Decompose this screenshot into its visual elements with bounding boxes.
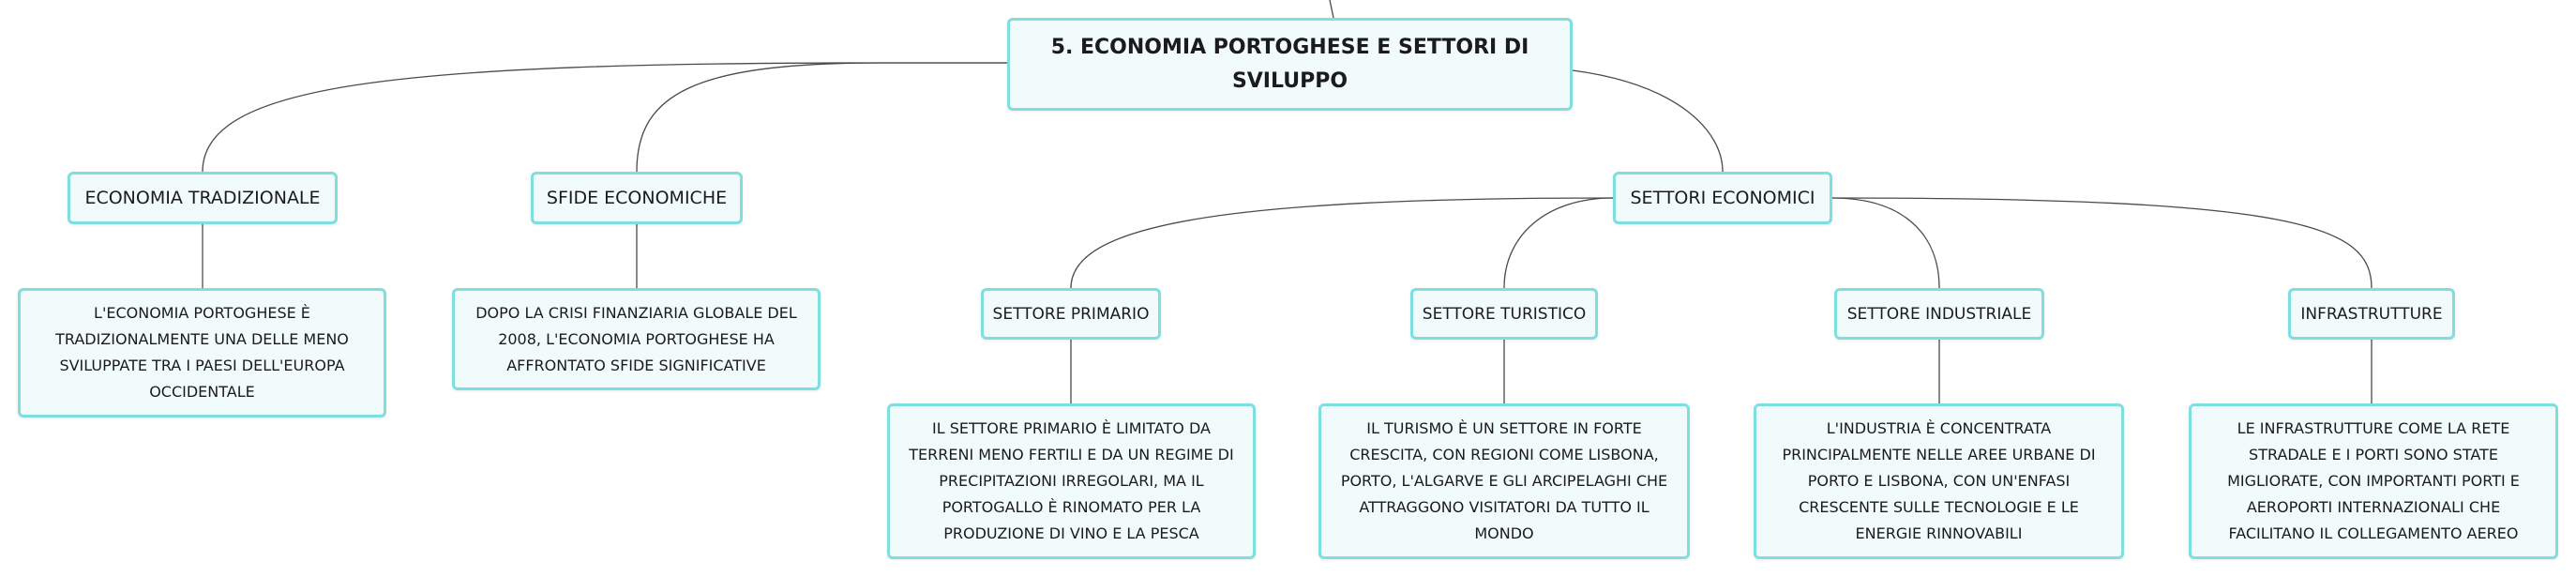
detail-line: CRESCENTE SULLE TECNOLOGIE E LE bbox=[1799, 498, 2079, 516]
subtopic-settore-industriale[interactable]: SETTORE INDUSTRIALE bbox=[1834, 288, 2044, 340]
detail-line: PRECIPITAZIONI IRREGOLARI, MA IL bbox=[939, 472, 1204, 490]
connector-settori-to-infrastrutture bbox=[1831, 197, 2373, 289]
subtopic-settore-primario[interactable]: SETTORE PRIMARIO bbox=[981, 288, 1161, 340]
detail-line: PORTO E LISBONA, CON UN'ENFASI bbox=[1807, 472, 2071, 490]
detail-line: AEROPORTI INTERNAZIONALI CHE bbox=[2246, 498, 2501, 516]
detail-line: ATTRAGGONO VISITATORI DA TUTTO IL bbox=[1359, 498, 1650, 516]
subtopic-label: SETTORE PRIMARIO bbox=[992, 304, 1150, 324]
detail-line: PORTOGALLO È RINOMATO PER LA bbox=[942, 498, 1201, 516]
detail-settore-primario[interactable]: IL SETTORE PRIMARIO È LIMITATO DA TERREN… bbox=[887, 403, 1256, 559]
detail-settore-industriale[interactable]: L'INDUSTRIA È CONCENTRATA PRINCIPALMENTE… bbox=[1754, 403, 2124, 559]
root-topic-node[interactable]: 5. ECONOMIA PORTOGHESE E SETTORI DI SVIL… bbox=[1007, 18, 1573, 111]
detail-line: MONDO bbox=[1474, 524, 1534, 542]
detail-line: L'ECONOMIA PORTOGHESE È bbox=[94, 304, 310, 322]
detail-sfide-economiche[interactable]: DOPO LA CRISI FINANZIARIA GLOBALE DEL 20… bbox=[452, 288, 821, 390]
connector-root-to-economia-tradizionale bbox=[202, 62, 1007, 173]
connector-root-to-sfide-economiche bbox=[636, 62, 1007, 173]
connector-parent-stub bbox=[1329, 0, 1334, 19]
detail-infrastrutture[interactable]: LE INFRASTRUTTURE COME LA RETE STRADALE … bbox=[2189, 403, 2558, 559]
detail-line: PORTO, L'ALGARVE E GLI ARCIPELAGHI CHE bbox=[1340, 472, 1668, 490]
detail-settore-turistico[interactable]: IL TURISMO È UN SETTORE IN FORTE CRESCIT… bbox=[1318, 403, 1690, 559]
connector-settori-to-primario bbox=[1070, 197, 1614, 289]
detail-line: IL TURISMO È UN SETTORE IN FORTE bbox=[1366, 419, 1642, 437]
detail-line: FACILITANO IL COLLEGAMENTO AEREO bbox=[2228, 524, 2519, 542]
topic-settori-economici[interactable]: SETTORI ECONOMICI bbox=[1613, 172, 1832, 224]
subtopic-label: INFRASTRUTTURE bbox=[2300, 304, 2443, 324]
connector-settori-to-turistico bbox=[1503, 197, 1614, 289]
subtopic-label: SETTORE INDUSTRIALE bbox=[1846, 304, 2032, 324]
detail-line: DOPO LA CRISI FINANZIARIA GLOBALE DEL bbox=[475, 303, 797, 322]
detail-line: PRINCIPALMENTE NELLE AREE URBANE DI bbox=[1782, 446, 2096, 463]
detail-line: TERRENI MENO FERTILI E DA UN REGIME DI bbox=[909, 446, 1234, 463]
detail-line: LE INFRASTRUTTURE COME LA RETE bbox=[2237, 419, 2510, 437]
detail-line: OCCIDENTALE bbox=[149, 383, 255, 401]
detail-line: AFFRONTATO SFIDE SIGNIFICATIVE bbox=[506, 356, 766, 374]
root-topic-line-2: SVILUPPO bbox=[1231, 68, 1348, 93]
detail-line: SVILUPPATE TRA I PAESI DELL'EUROPA bbox=[59, 357, 345, 374]
topic-sfide-economiche[interactable]: SFIDE ECONOMICHE bbox=[531, 172, 743, 224]
detail-line: MIGLIORATE, CON IMPORTANTI PORTI E bbox=[2227, 472, 2520, 490]
root-topic-line-1: 5. ECONOMIA PORTOGHESE E SETTORI DI bbox=[1050, 35, 1529, 59]
connector-root-to-settori-economici bbox=[1572, 69, 1724, 173]
detail-line: CRESCITA, CON REGIONI COME LISBONA, bbox=[1349, 446, 1659, 463]
detail-line: ENERGIE RINNOVABILI bbox=[1855, 524, 2023, 542]
detail-line: PRODUZIONE DI VINO E LA PESCA bbox=[943, 524, 1199, 542]
topic-label: SETTORI ECONOMICI bbox=[1630, 188, 1815, 208]
detail-line: 2008, L'ECONOMIA PORTOGHESE HA bbox=[498, 329, 775, 348]
detail-line: L'INDUSTRIA È CONCENTRATA bbox=[1826, 419, 2052, 437]
connector-settori-to-industriale bbox=[1831, 197, 1940, 289]
topic-label: ECONOMIA TRADIZIONALE bbox=[84, 188, 321, 208]
detail-line: TRADIZIONALMENTE UNA DELLE MENO bbox=[55, 330, 349, 348]
topic-label: SFIDE ECONOMICHE bbox=[546, 188, 728, 208]
detail-economia-tradizionale[interactable]: L'ECONOMIA PORTOGHESE È TRADIZIONALMENTE… bbox=[18, 288, 386, 418]
detail-line: STRADALE E I PORTI SONO STATE bbox=[2249, 446, 2498, 463]
subtopic-settore-turistico[interactable]: SETTORE TURISTICO bbox=[1410, 288, 1598, 340]
subtopic-label: SETTORE TURISTICO bbox=[1422, 304, 1587, 324]
detail-line: IL SETTORE PRIMARIO È LIMITATO DA bbox=[932, 419, 1211, 437]
topic-economia-tradizionale[interactable]: ECONOMIA TRADIZIONALE bbox=[68, 172, 338, 224]
subtopic-infrastrutture[interactable]: INFRASTRUTTURE bbox=[2288, 288, 2455, 340]
